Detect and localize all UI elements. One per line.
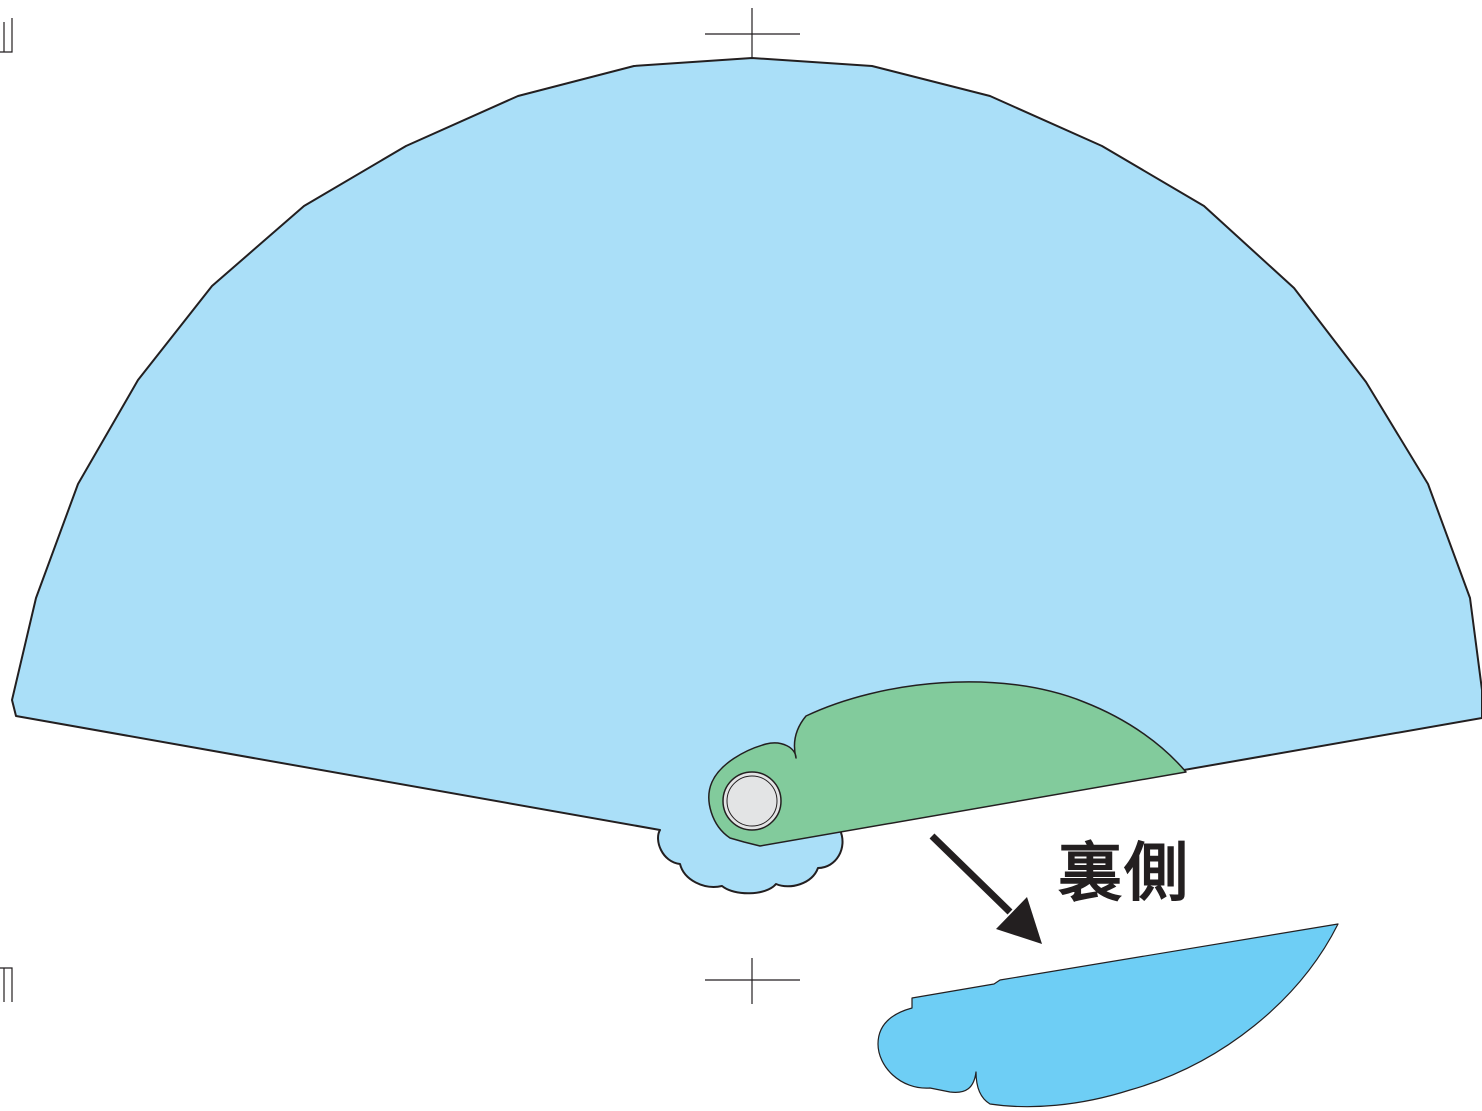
- fan-leaf: [11, 57, 1482, 895]
- crop-mark-bottom-left: [0, 967, 13, 1002]
- fan-flap-front: [708, 681, 1187, 847]
- registration-marks: [0, 8, 800, 1004]
- arrow-to-back-side: [929, 833, 1042, 944]
- fan-flap-back: [877, 923, 1339, 1108]
- rivet: [722, 771, 782, 831]
- back-side-label: 裏側: [1058, 837, 1190, 911]
- crop-mark-top-left: [0, 18, 13, 53]
